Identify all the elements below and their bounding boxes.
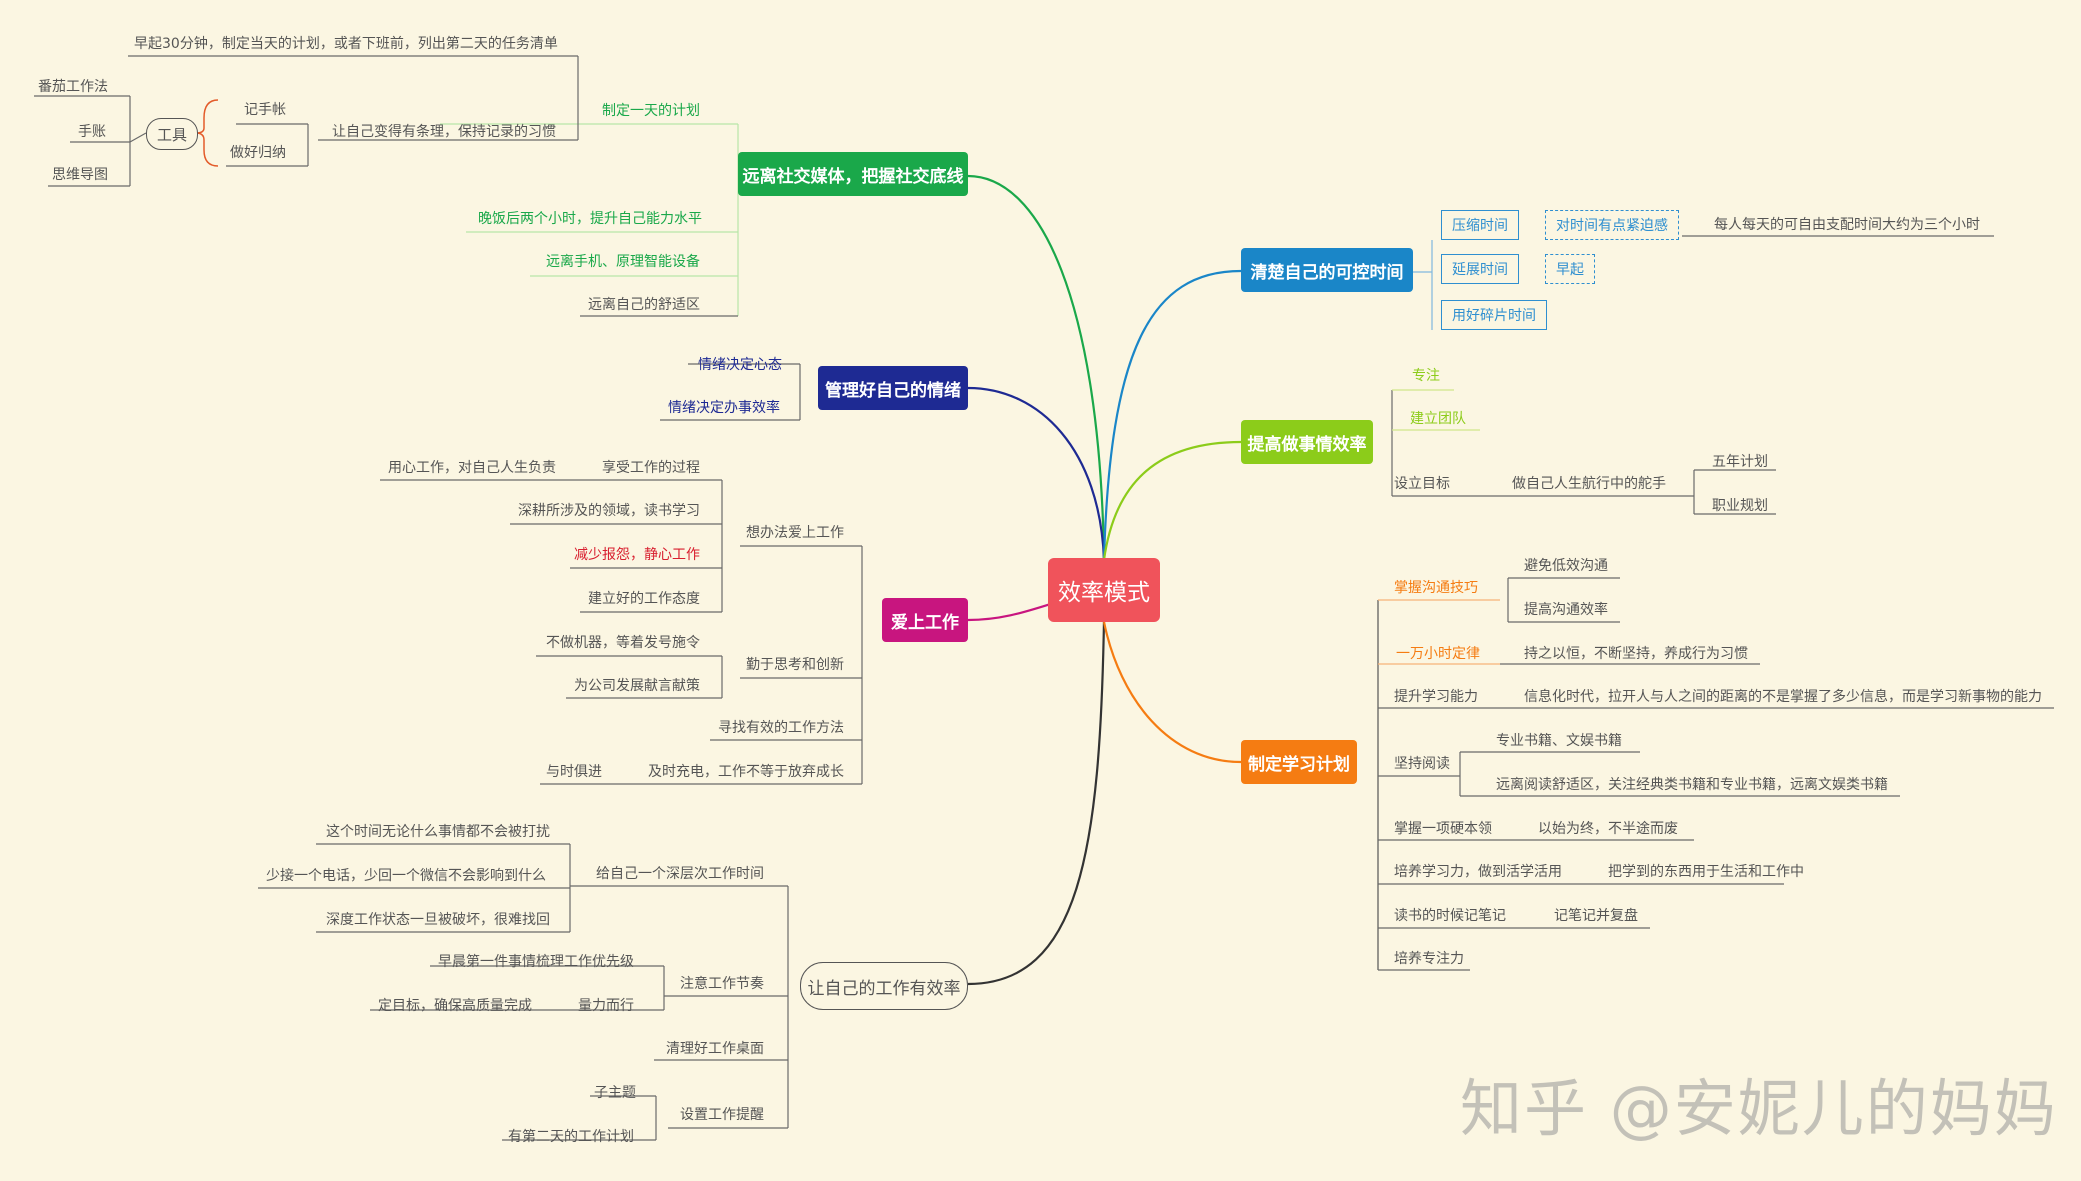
branch-study-plan[interactable]: 制定学习计划	[1241, 740, 1357, 784]
node-build-team[interactable]: 建立团队	[1410, 411, 1466, 427]
node-apply-note[interactable]: 把学到的东西用于生活和工作中	[1608, 864, 1804, 880]
node-career-plan[interactable]: 职业规划	[1712, 498, 1768, 514]
node-capacity[interactable]: 量力而行	[578, 998, 634, 1014]
node-fragment-time[interactable]: 用好碎片时间	[1441, 300, 1547, 330]
node-extend-time[interactable]: 延展时间	[1441, 254, 1519, 284]
node-review-notes[interactable]: 记笔记并复盘	[1554, 908, 1638, 924]
node-advice[interactable]: 为公司发展献言献策	[574, 678, 700, 694]
node-less-phone[interactable]: 少接一个电话，少回一个微信不会影响到什么	[266, 868, 546, 884]
node-comfort-zone[interactable]: 远离自己的舒适区	[588, 297, 700, 313]
node-free-time[interactable]: 每人每天的可自由支配时间大约为三个小时	[1714, 217, 1980, 233]
node-set-goal[interactable]: 设立目标	[1394, 476, 1450, 492]
branch-controllable-time[interactable]: 清楚自己的可控时间	[1241, 248, 1413, 292]
node-morning-plan[interactable]: 早起30分钟，制定当天的计划，或者下班前，列出第二天的任务清单	[134, 36, 558, 52]
node-work-reminder[interactable]: 设置工作提醒	[680, 1107, 764, 1123]
node-focus[interactable]: 专注	[1412, 368, 1440, 384]
node-summarize[interactable]: 做好归纳	[230, 145, 286, 161]
branch-social-media[interactable]: 远离社交媒体，把握社交底线	[738, 152, 968, 196]
node-take-notes[interactable]: 读书的时候记笔记	[1394, 908, 1506, 924]
node-quality-goal[interactable]: 定目标，确保高质量完成	[378, 998, 532, 1014]
node-tomato-method[interactable]: 番茄工作法	[38, 79, 108, 95]
node-work-rhythm[interactable]: 注意工作节奏	[680, 976, 764, 992]
watermark-text: 知乎 @安妮儿的妈妈	[1460, 1072, 2058, 1145]
branch-love-work[interactable]: 爱上工作	[882, 598, 968, 642]
brace-shape	[195, 99, 219, 167]
node-avoid-inefficient[interactable]: 避免低效沟通	[1524, 558, 1608, 574]
node-emotion-efficiency[interactable]: 情绪决定办事效率	[668, 400, 780, 416]
node-learning-note[interactable]: 信息化时代，拉开人与人之间的距离的不是掌握了多少信息，而是学习新事物的能力	[1524, 689, 2042, 705]
node-improve-communication[interactable]: 提高沟通效率	[1524, 602, 1608, 618]
node-reading-comfort[interactable]: 远离阅读舒适区，关注经典类书籍和专业书籍，远离文娱类书籍	[1496, 777, 1888, 793]
node-phone[interactable]: 远离手机、原理智能设备	[546, 254, 700, 270]
node-find-love-work[interactable]: 想办法爱上工作	[746, 525, 844, 541]
node-subtopic[interactable]: 子主题	[594, 1085, 636, 1101]
branch-improve-efficiency[interactable]: 提高做事情效率	[1241, 420, 1373, 464]
node-book-types[interactable]: 专业书籍、文娱书籍	[1496, 733, 1622, 749]
node-five-year-plan[interactable]: 五年计划	[1712, 454, 1768, 470]
node-enjoy-process[interactable]: 享受工作的过程	[602, 460, 700, 476]
node-communication[interactable]: 掌握沟通技巧	[1394, 580, 1478, 596]
node-mind-map[interactable]: 思维导图	[52, 167, 108, 183]
node-think-innovate[interactable]: 勤于思考和创新	[746, 657, 844, 673]
node-notebook[interactable]: 记手帐	[244, 102, 286, 118]
node-emotion-mindset[interactable]: 情绪决定心态	[698, 357, 782, 373]
node-early-rise[interactable]: 早起	[1545, 254, 1595, 284]
branch-emotion[interactable]: 管理好自己的情绪	[818, 366, 968, 410]
node-no-quit[interactable]: 以始为终，不半途而废	[1538, 821, 1678, 837]
node-ten-thousand-hours[interactable]: 一万小时定律	[1396, 646, 1480, 662]
node-effective-method[interactable]: 寻找有效的工作方法	[718, 720, 844, 736]
node-priority[interactable]: 早晨第一件事情梳理工作优先级	[438, 954, 634, 970]
node-responsible[interactable]: 用心工作，对自己人生负责	[388, 460, 556, 476]
node-deep-study[interactable]: 深耕所涉及的领域，读书学习	[518, 503, 700, 519]
node-apply-learning[interactable]: 培养学习力，做到活学活用	[1394, 864, 1562, 880]
node-helmsman[interactable]: 做自己人生航行中的舵手	[1512, 476, 1666, 492]
root-topic[interactable]: 效率模式	[1048, 558, 1160, 622]
node-concentration[interactable]: 培养专注力	[1394, 951, 1464, 967]
node-persistence[interactable]: 持之以恒，不断坚持，养成行为习惯	[1524, 646, 1748, 662]
node-attitude[interactable]: 建立好的工作态度	[588, 591, 700, 607]
node-evening[interactable]: 晚饭后两个小时，提升自己能力水平	[478, 211, 702, 227]
node-hard-recover[interactable]: 深度工作状态一旦被破坏，很难找回	[326, 912, 550, 928]
node-tools[interactable]: 工具	[146, 118, 198, 150]
node-deep-work-time[interactable]: 给自己一个深层次工作时间	[596, 866, 764, 882]
node-keep-pace[interactable]: 与时俱进	[546, 764, 602, 780]
node-not-machine[interactable]: 不做机器，等着发号施令	[546, 635, 700, 651]
node-recharge[interactable]: 及时充电，工作不等于放弃成长	[648, 764, 844, 780]
node-undisturbed[interactable]: 这个时间无论什么事情都不会被打扰	[326, 824, 550, 840]
node-next-day-plan[interactable]: 有第二天的工作计划	[508, 1129, 634, 1145]
node-learning-ability[interactable]: 提升学习能力	[1394, 689, 1478, 705]
node-urgency[interactable]: 对时间有点紧迫感	[1545, 210, 1679, 240]
node-clean-desk[interactable]: 清理好工作桌面	[666, 1041, 764, 1057]
node-keep-reading[interactable]: 坚持阅读	[1394, 756, 1450, 772]
branch-work-efficiency[interactable]: 让自己的工作有效率	[800, 962, 968, 1010]
node-hard-skill[interactable]: 掌握一项硬本领	[1394, 821, 1492, 837]
node-handbook[interactable]: 手账	[78, 124, 106, 140]
node-less-complain[interactable]: 减少报怨，静心工作	[574, 547, 700, 563]
node-record-habit[interactable]: 让自己变得有条理，保持记录的习惯	[332, 124, 556, 140]
node-compress-time[interactable]: 压缩时间	[1441, 210, 1519, 240]
node-daily-plan[interactable]: 制定一天的计划	[602, 103, 700, 119]
